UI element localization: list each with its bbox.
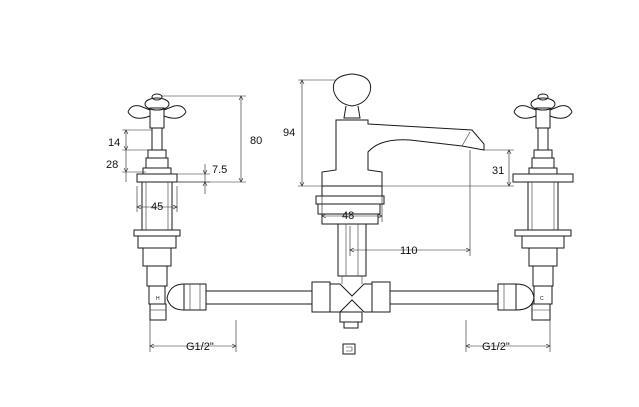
right-elbow (515, 283, 535, 311)
right-stem (537, 127, 549, 151)
right-body (527, 181, 559, 231)
spout-knob-neck (343, 105, 361, 119)
left-stem (151, 127, 163, 151)
hot-marker: H (156, 296, 160, 302)
dim-label-45: 45 (151, 201, 163, 213)
dim-label-94: 94 (283, 127, 295, 139)
right-washer (514, 229, 572, 237)
left-flange (136, 173, 178, 183)
right-handle-cap (530, 97, 556, 111)
right-nut (528, 167, 558, 175)
left-handle-arms (127, 105, 187, 113)
dim-thread-right-arrows (465, 343, 551, 349)
dim-110-arrows (349, 247, 471, 253)
right-shroud-top (533, 149, 553, 159)
dim-48-arrows (321, 213, 383, 219)
left-union (183, 283, 207, 311)
dimension-labels: 80 14 28 7.5 45 94 48 110 31 G1/2" G1/2"… (106, 127, 544, 353)
dim-label-110: 110 (400, 245, 418, 257)
left-tail (146, 265, 168, 287)
left-shank (142, 247, 172, 267)
right-backnut (521, 235, 565, 249)
dim-thread-left-arrows (149, 343, 237, 349)
dim-label-48: 48 (342, 210, 354, 222)
spout-knob (332, 73, 372, 107)
dim-label-31: 31 (492, 165, 504, 177)
tee-outlet-end (343, 321, 359, 329)
left-handle-cap (144, 97, 170, 111)
left-handle-button (151, 93, 163, 101)
right-valve (512, 93, 574, 321)
left-handle-arm-lower (127, 111, 187, 119)
connecting-pipes (166, 276, 535, 329)
dim-label-14: 14 (108, 137, 120, 149)
tee-right-nut (371, 281, 391, 313)
tee-outlet (339, 311, 363, 323)
left-nut (142, 167, 172, 175)
tee-body (329, 283, 373, 313)
right-flange (512, 173, 574, 183)
dim-label-28: 28 (106, 159, 118, 171)
dim-94-arrows (299, 79, 305, 187)
right-shank (528, 247, 558, 267)
dimension-lines (122, 79, 551, 352)
spout-base-1 (321, 185, 383, 197)
right-handle-arm-lower (513, 111, 573, 119)
left-shroud (145, 157, 169, 169)
right-handle-hub (535, 107, 551, 129)
left-handle-hub (149, 107, 165, 129)
dim-31-arrows (506, 149, 512, 187)
thread-label-right: G1/2" (482, 341, 510, 353)
cold-marker: C (540, 296, 544, 302)
spout-outlet-line (461, 131, 471, 147)
flow-symbol-icon (342, 343, 356, 355)
dim-label-7-5: 7.5 (212, 164, 227, 176)
left-valve (127, 93, 187, 321)
flow-symbol-inner (346, 346, 353, 352)
left-washer (133, 229, 181, 237)
dim-7-5-arrows (202, 169, 208, 187)
dim-80-arrows (238, 95, 244, 183)
left-backnut (137, 235, 177, 249)
right-handle-arms (513, 105, 573, 113)
left-thread-end (149, 303, 167, 321)
dim-45-arrows (136, 204, 178, 210)
flow-symbol-box (342, 343, 356, 355)
spout-body (321, 119, 485, 187)
right-thread-end (531, 303, 551, 321)
tee-left-nut (311, 281, 331, 313)
left-shroud-top (147, 149, 167, 159)
right-handle-button (537, 93, 549, 101)
dim-14-28-arrows (123, 129, 129, 173)
dim-label-80: 80 (250, 135, 262, 147)
thread-label-left: G1/2" (186, 341, 214, 353)
right-union (497, 283, 517, 311)
left-elbow (166, 283, 185, 311)
right-shroud (531, 157, 555, 169)
spout-base-2 (315, 195, 385, 205)
right-tail (532, 265, 554, 287)
